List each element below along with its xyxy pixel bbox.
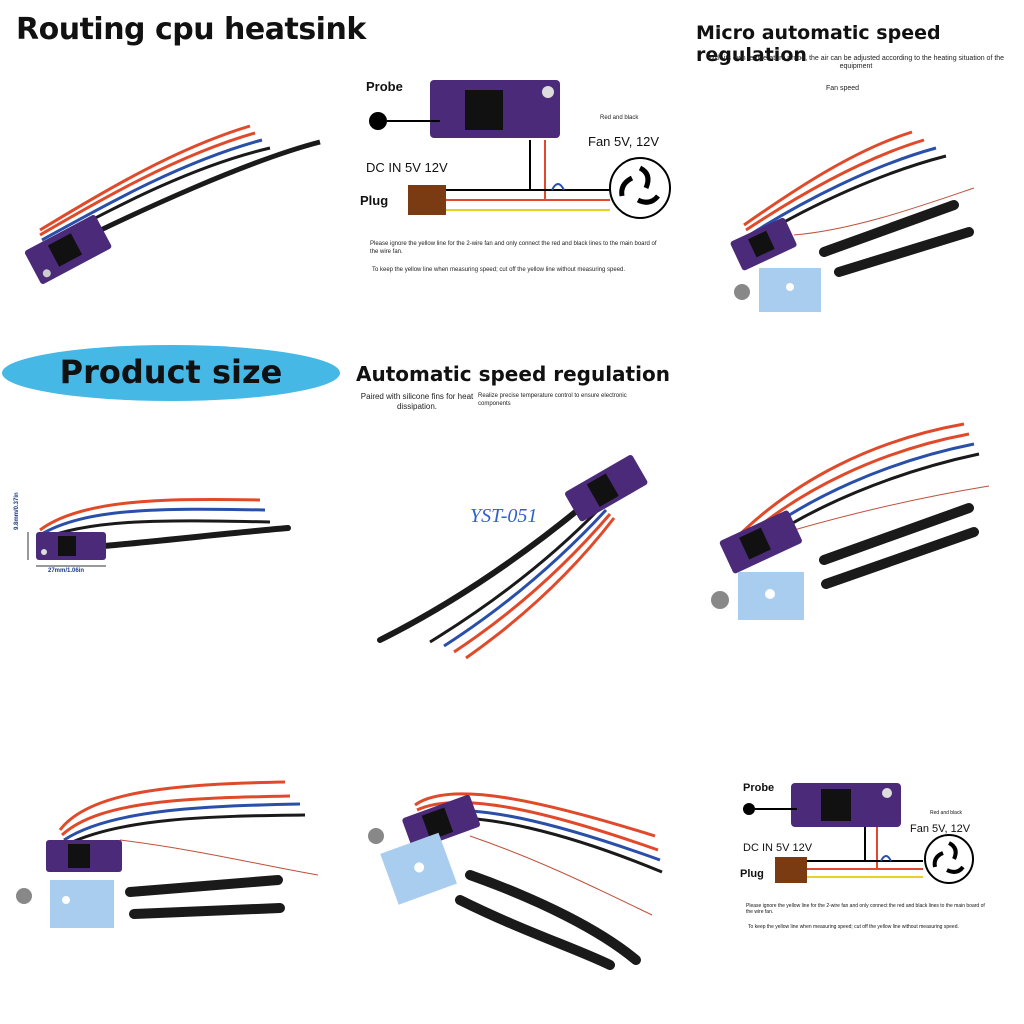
panel9-red-black-label: Red and black: [930, 810, 962, 816]
panel3-title: Micro automatic speed regulation: [696, 22, 941, 66]
panel6-kit-illustration: [711, 422, 990, 620]
panel7-kit-illustration: [16, 780, 319, 928]
panel3-fan-speed: Fan speed: [826, 85, 860, 92]
panel2-fan-label: Fan 5V, 12V: [588, 134, 660, 149]
panel1-title: Routing cpu heatsink: [16, 12, 366, 47]
panel9-note-1: Please ignore the yellow line for the 2-…: [746, 903, 985, 915]
panel2-note-1: Please ignore the yellow line for the 2-…: [370, 241, 657, 255]
panel8-kit-illustration: [368, 792, 663, 970]
panel5-left-caption: Paired with silicone fins for heat dissi…: [360, 392, 474, 411]
panel5-module-illustration: [377, 455, 648, 660]
panel5-title: Automatic speed regulation: [356, 362, 670, 386]
panel4-width-dimension: 27mm/1.06in: [48, 568, 85, 574]
panel4-height-dimension: 9.8mm/0.37in: [14, 492, 20, 530]
panel3-kit-illustration: [730, 130, 975, 312]
panel9-wiring-diagram: [743, 783, 974, 884]
panel3-subtitle: With its own temperature probe, the air …: [707, 55, 1005, 70]
panel9-fan-label: Fan 5V, 12V: [910, 823, 971, 835]
panel2-dc-label: DC IN 5V 12V: [366, 160, 448, 175]
panel4-module-illustration: [27, 497, 291, 567]
panel9-note-2: To keep the yellow line when measuring s…: [748, 924, 959, 930]
panel9-dc-label: DC IN 5V 12V: [743, 842, 813, 854]
panel4-title: Product size: [59, 353, 283, 391]
panel4-title-pill: [2, 345, 340, 401]
panel2-wiring-diagram: [369, 80, 671, 219]
panel1-module-illustration: [24, 124, 321, 284]
panel2-probe-label: Probe: [366, 79, 403, 94]
panel9-plug-label: Plug: [740, 868, 764, 880]
panel2-note-2: To keep the yellow line when measuring s…: [372, 267, 626, 273]
panel5-watermark: YST-051: [470, 505, 538, 527]
panel5-right-caption: Realize precise temperature control to e…: [478, 393, 627, 407]
panel2-plug-label: Plug: [360, 193, 389, 208]
panel9-probe-label: Probe: [743, 782, 775, 794]
panel2-red-black-label: Red and black: [600, 115, 639, 121]
